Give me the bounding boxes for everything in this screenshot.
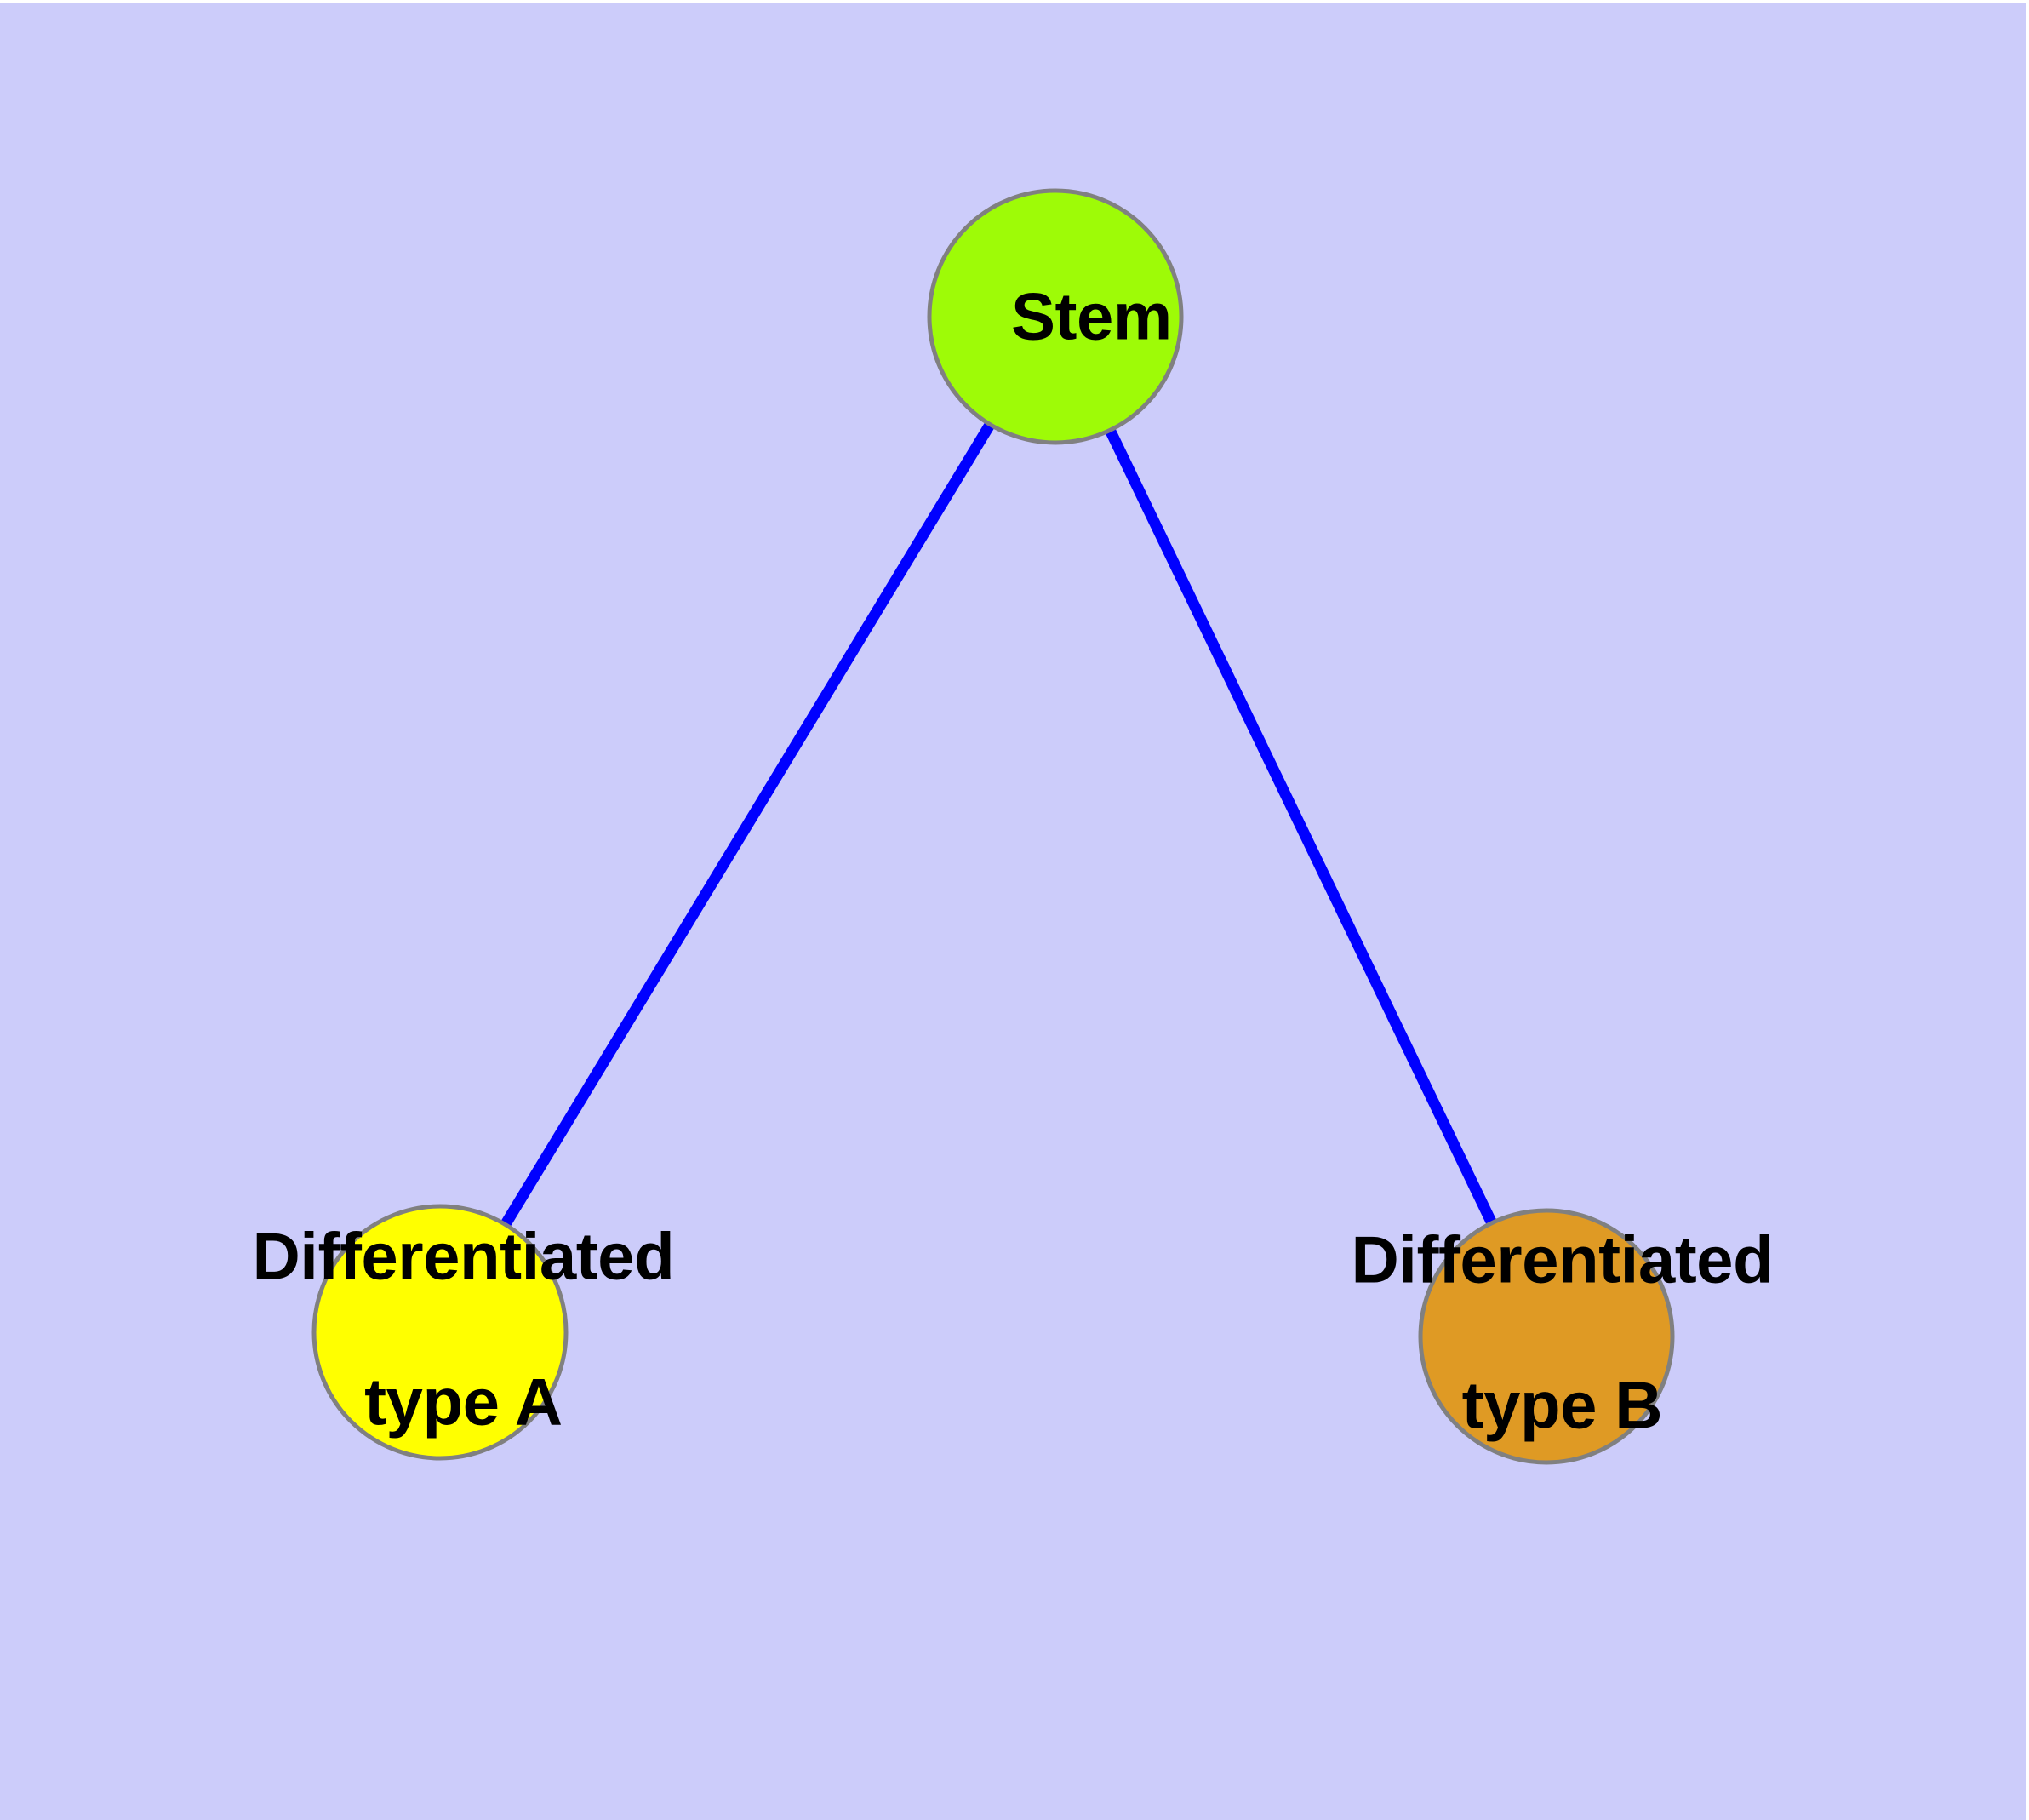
node-layer [311, 188, 1675, 1465]
edge-stem-to-differentiated-type-a[interactable] [435, 313, 1060, 1336]
edge-stem-to-differentiated-type-b[interactable] [1050, 314, 1552, 1339]
node-differentiated-type-b[interactable] [1418, 1208, 1675, 1465]
edge-layer [435, 313, 1552, 1339]
node-differentiated-type-a[interactable] [311, 1204, 569, 1461]
node-stem[interactable] [927, 188, 1184, 445]
